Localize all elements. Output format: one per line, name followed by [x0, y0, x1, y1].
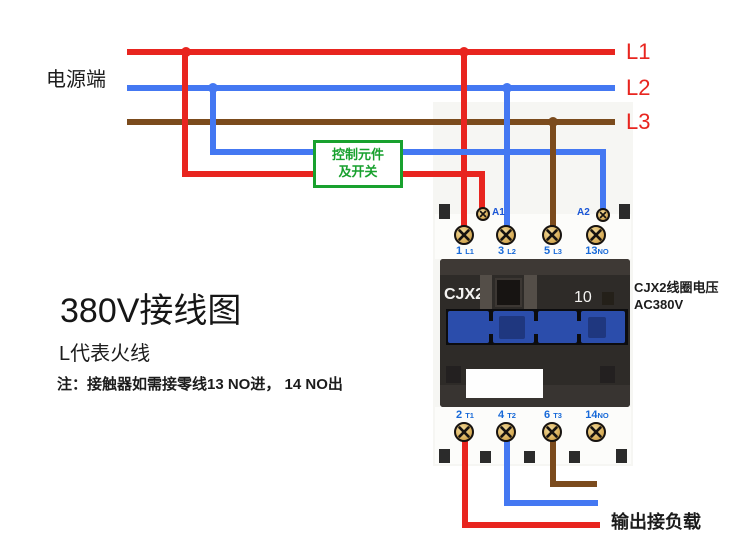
- button-frame-right: [524, 275, 537, 309]
- contact-bar-shade-2: [588, 317, 606, 338]
- wire-4t2-out-h: [504, 500, 598, 506]
- contactor-body-top-band: [440, 259, 630, 275]
- output-load-label: 输出接负载: [611, 512, 701, 532]
- mount-square-top-right: [619, 204, 630, 219]
- wire-control-blue-horizontal: [210, 149, 606, 155]
- terminal-a1-label: A1: [492, 207, 505, 218]
- mount-square-bottom-1: [439, 449, 450, 463]
- junction-dot-l1-right: [459, 47, 469, 57]
- contact-bar-4: [581, 311, 625, 343]
- contact-bar-2: [493, 311, 534, 343]
- power-side-label: 电源端: [46, 69, 106, 91]
- test-button: [495, 278, 522, 307]
- contact-bar-1: [448, 311, 489, 343]
- wire-4t2-out-v: [504, 433, 510, 506]
- terminal-label-2t1: 2 T1: [456, 409, 474, 421]
- terminal-3-l2: [496, 225, 516, 245]
- terminal-label-4t2: 4 T2: [498, 409, 516, 421]
- terminal-label-5l3: 5 L3: [544, 245, 562, 257]
- diagram-note: 注：接触器如需接零线13 NO进， 14 NO出: [57, 376, 343, 393]
- contact-bar-tab-2: [533, 321, 541, 334]
- wire-2t1-out-v: [462, 433, 468, 528]
- terminal-label-14no: 14NO: [585, 409, 609, 421]
- contact-bar-tab-1: [488, 321, 496, 334]
- wire-l1-to-1l1: [461, 49, 467, 236]
- lower-square-left: [446, 366, 461, 383]
- terminal-label-6t3: 6 T3: [544, 409, 562, 421]
- terminal-label-1l1: 1 L1: [456, 245, 474, 257]
- indicator-square: [602, 292, 614, 305]
- terminal-1-l1: [454, 225, 474, 245]
- mount-square-bottom-3: [524, 451, 535, 463]
- mount-square-bottom-2: [480, 451, 491, 463]
- junction-dot-l3: [548, 117, 558, 127]
- terminal-13-no: [586, 225, 606, 245]
- diagram-title: 380V接线图: [60, 292, 242, 330]
- lower-square-right: [600, 366, 615, 383]
- coil-voltage-line2: AC380V: [634, 297, 684, 312]
- contactor-rating-text: 10: [574, 289, 592, 306]
- line-label-l2: L2: [626, 75, 651, 100]
- line-label-l3: L3: [626, 109, 651, 134]
- terminal-label-3l2: 3 L2: [498, 245, 516, 257]
- wire-6t3-out-v: [550, 433, 556, 487]
- contact-bar-tab-3: [576, 321, 584, 334]
- terminal-a1: [476, 207, 490, 221]
- wire-l2-drop-control: [210, 85, 216, 155]
- control-box-line2: 及开关: [338, 164, 378, 179]
- coil-voltage-line1: CJX2线圈电压: [634, 280, 719, 295]
- wire-control-red-to-a1: [479, 174, 485, 214]
- diagram-subtitle: L代表火线: [59, 343, 151, 365]
- nameplate-label: [466, 369, 543, 398]
- terminal-2-t1: [454, 422, 474, 442]
- wire-6t3-out-h: [550, 481, 597, 487]
- terminal-label-13no: 13NO: [585, 245, 609, 257]
- terminal-4-t2: [496, 422, 516, 442]
- contact-bar-shade-1: [499, 316, 525, 339]
- junction-dot-l2-right: [502, 83, 512, 93]
- junction-dot-l1-left: [181, 47, 191, 57]
- terminal-5-l3: [542, 225, 562, 245]
- wire-l1-drop-control: [182, 49, 188, 177]
- mount-square-top-left: [439, 204, 450, 219]
- button-frame-left: [480, 275, 492, 309]
- terminal-a2: [596, 208, 610, 222]
- wire-l3: [127, 119, 615, 125]
- wire-2t1-out-h: [462, 522, 600, 528]
- terminal-14-no: [586, 422, 606, 442]
- terminal-a2-label: A2: [577, 207, 590, 218]
- wire-l1: [127, 49, 615, 55]
- control-box-line1: 控制元件: [331, 147, 384, 162]
- contactor-model-text: CJX2: [444, 286, 485, 303]
- mount-square-bottom-4: [569, 451, 580, 463]
- wire-control-blue-to-a2: [600, 152, 606, 215]
- contact-bar-3: [538, 311, 577, 343]
- wire-l3-to-5l3: [550, 119, 556, 236]
- mount-square-bottom-5: [616, 449, 627, 463]
- terminal-6-t3: [542, 422, 562, 442]
- junction-dot-l2-left: [208, 83, 218, 93]
- line-label-l1: L1: [626, 39, 651, 64]
- wire-l2-to-3l2: [504, 85, 510, 236]
- wire-l2: [127, 85, 615, 91]
- control-box: 控制元件 及开关: [313, 140, 403, 188]
